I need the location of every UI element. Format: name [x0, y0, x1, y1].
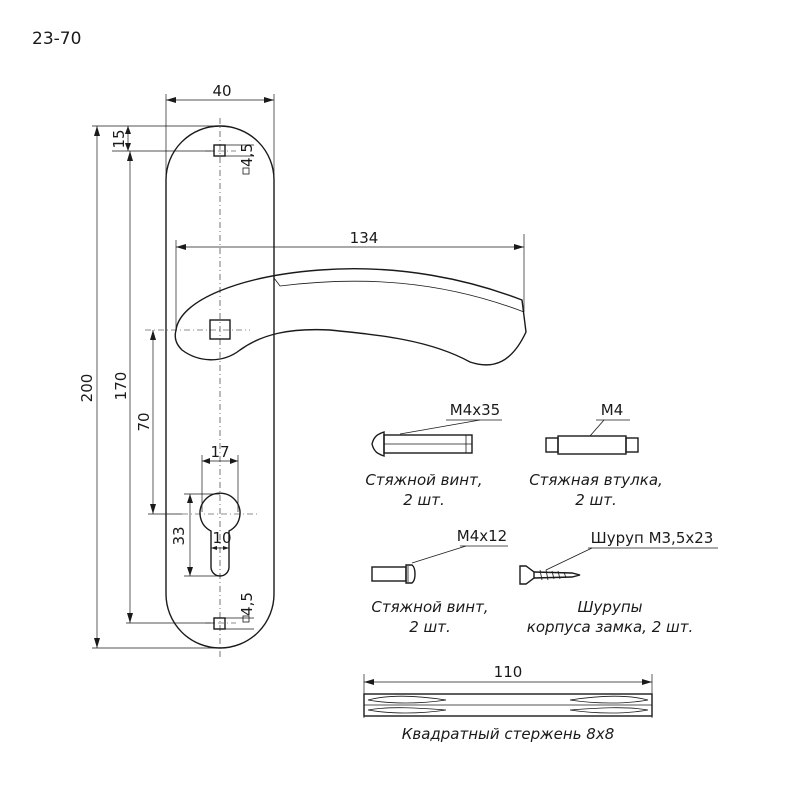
lever-handle	[145, 268, 527, 366]
dim-lever-length: 134	[175, 229, 525, 330]
dim-cylinder-width-label: 17	[210, 443, 229, 461]
dim-top-hole-size: 4,5	[225, 143, 256, 167]
backplate	[165, 118, 275, 660]
dim-top-hole-size-label: 4,5	[238, 143, 256, 167]
dim-cylinder-height: 33	[170, 493, 220, 577]
part-wood-screw: Шуруп М3,5x23 Шурупы корпуса замка, 2 шт…	[519, 529, 718, 636]
dim-cylinder-slot: 10	[211, 529, 232, 550]
spindle-hole	[209, 319, 231, 340]
part-screw-m4x12: M4x12 Стяжной винт, 2 шт.	[371, 527, 508, 636]
bottom-screw-hole	[213, 617, 226, 630]
part-2-name: Стяжная втулка,	[529, 471, 663, 489]
dim-center-distance: 70	[135, 330, 182, 515]
part-sleeve-m4: M4 Стяжная втулка, 2 шт.	[529, 401, 663, 509]
dim-hole-offset: 15	[110, 126, 214, 152]
part-4-spec: Шуруп М3,5x23	[591, 529, 714, 547]
dim-rod-length-label: 110	[494, 663, 523, 681]
part-1-name: Стяжной винт,	[365, 471, 482, 489]
part-1-spec: M4x35	[450, 401, 500, 419]
dim-hole-spacing: 170	[112, 151, 214, 624]
part-1-qty: 2 шт.	[403, 491, 445, 509]
model-number: 23-70	[32, 29, 81, 49]
dim-plate-width-label: 40	[212, 82, 231, 100]
part-screw-m4x35: M4x35 Стяжной винт, 2 шт.	[365, 401, 502, 509]
part-3-name: Стяжной винт,	[371, 598, 488, 616]
dim-cylinder-height-label: 33	[170, 526, 188, 545]
dim-cylinder-width: 17	[201, 443, 239, 512]
part-4-qty: корпуса замка, 2 шт.	[527, 618, 693, 636]
square-rod: 110 Квадратный стержень 8x8	[363, 663, 653, 743]
part-2-spec: M4	[601, 401, 624, 419]
dim-total-height-label: 200	[78, 374, 96, 403]
part-4-name: Шурупы	[578, 598, 643, 616]
dim-center-distance-label: 70	[135, 412, 153, 431]
dim-cylinder-slot-label: 10	[212, 529, 231, 547]
dim-total-height: 200	[78, 125, 220, 649]
dim-bottom-hole-size: 4,5	[225, 592, 256, 630]
part-3-spec: M4x12	[457, 527, 507, 545]
dim-hole-spacing-label: 170	[112, 372, 130, 401]
top-screw-hole	[213, 144, 226, 157]
dim-bottom-hole-size-label: 4,5	[238, 592, 256, 616]
dim-plate-width: 40	[165, 82, 275, 180]
part-2-qty: 2 шт.	[575, 491, 617, 509]
dim-lever-length-label: 134	[350, 229, 379, 247]
dim-hole-offset-label: 15	[110, 129, 128, 148]
part-3-qty: 2 шт.	[409, 618, 451, 636]
rod-label: Квадратный стержень 8x8	[402, 725, 615, 743]
